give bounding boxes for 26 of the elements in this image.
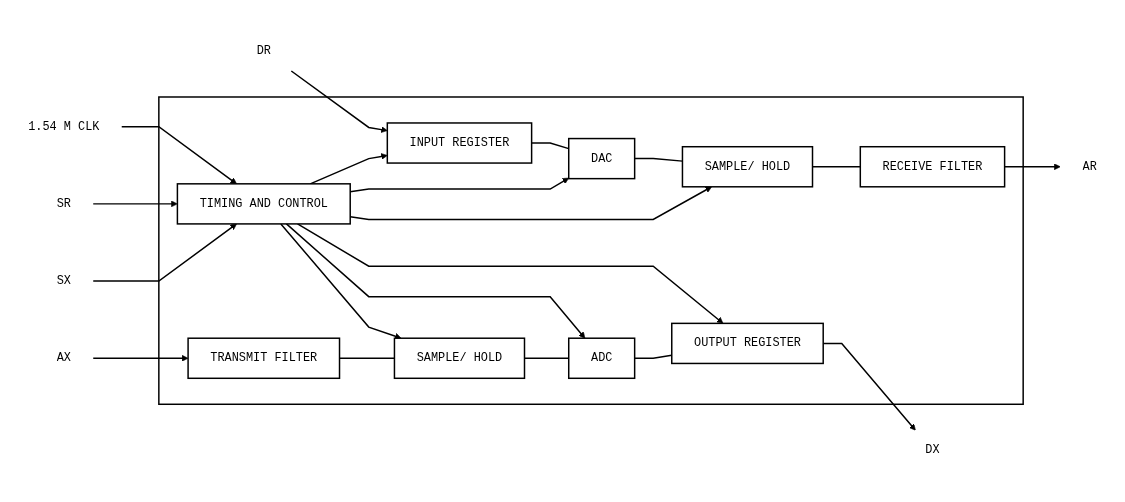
node-text: SX	[56, 274, 71, 289]
arrow	[121, 126, 237, 185]
arrow	[92, 355, 189, 362]
arrow	[309, 153, 388, 185]
node-box: SAMPLE/ HOLD	[681, 146, 814, 188]
node-box: SAMPLE/ HOLD	[393, 337, 526, 380]
node-text: DX	[925, 443, 940, 458]
node-text: SR	[56, 197, 71, 211]
arrow	[296, 223, 724, 325]
arrow	[285, 223, 586, 339]
node-box: ADC	[568, 337, 636, 380]
arrow	[92, 224, 237, 283]
node-text: AR	[1082, 160, 1097, 174]
node-box: INPUT REGISTER	[386, 122, 533, 165]
arrow	[290, 70, 388, 134]
arrow	[280, 223, 402, 340]
node-text: DR	[256, 44, 271, 59]
node-text: 1.54 M CLK	[28, 120, 100, 134]
node-box: RECEIVE FILTER	[859, 146, 1006, 188]
node-box: OUTPUT REGISTER	[671, 323, 824, 365]
node-text: AX	[56, 351, 71, 366]
cluster	[158, 96, 1024, 406]
node-box: TIMING AND CONTROL	[176, 183, 351, 225]
arrow	[92, 200, 178, 208]
node-box: DAC	[568, 138, 636, 180]
node-box: TRANSMIT FILTER	[187, 337, 341, 380]
